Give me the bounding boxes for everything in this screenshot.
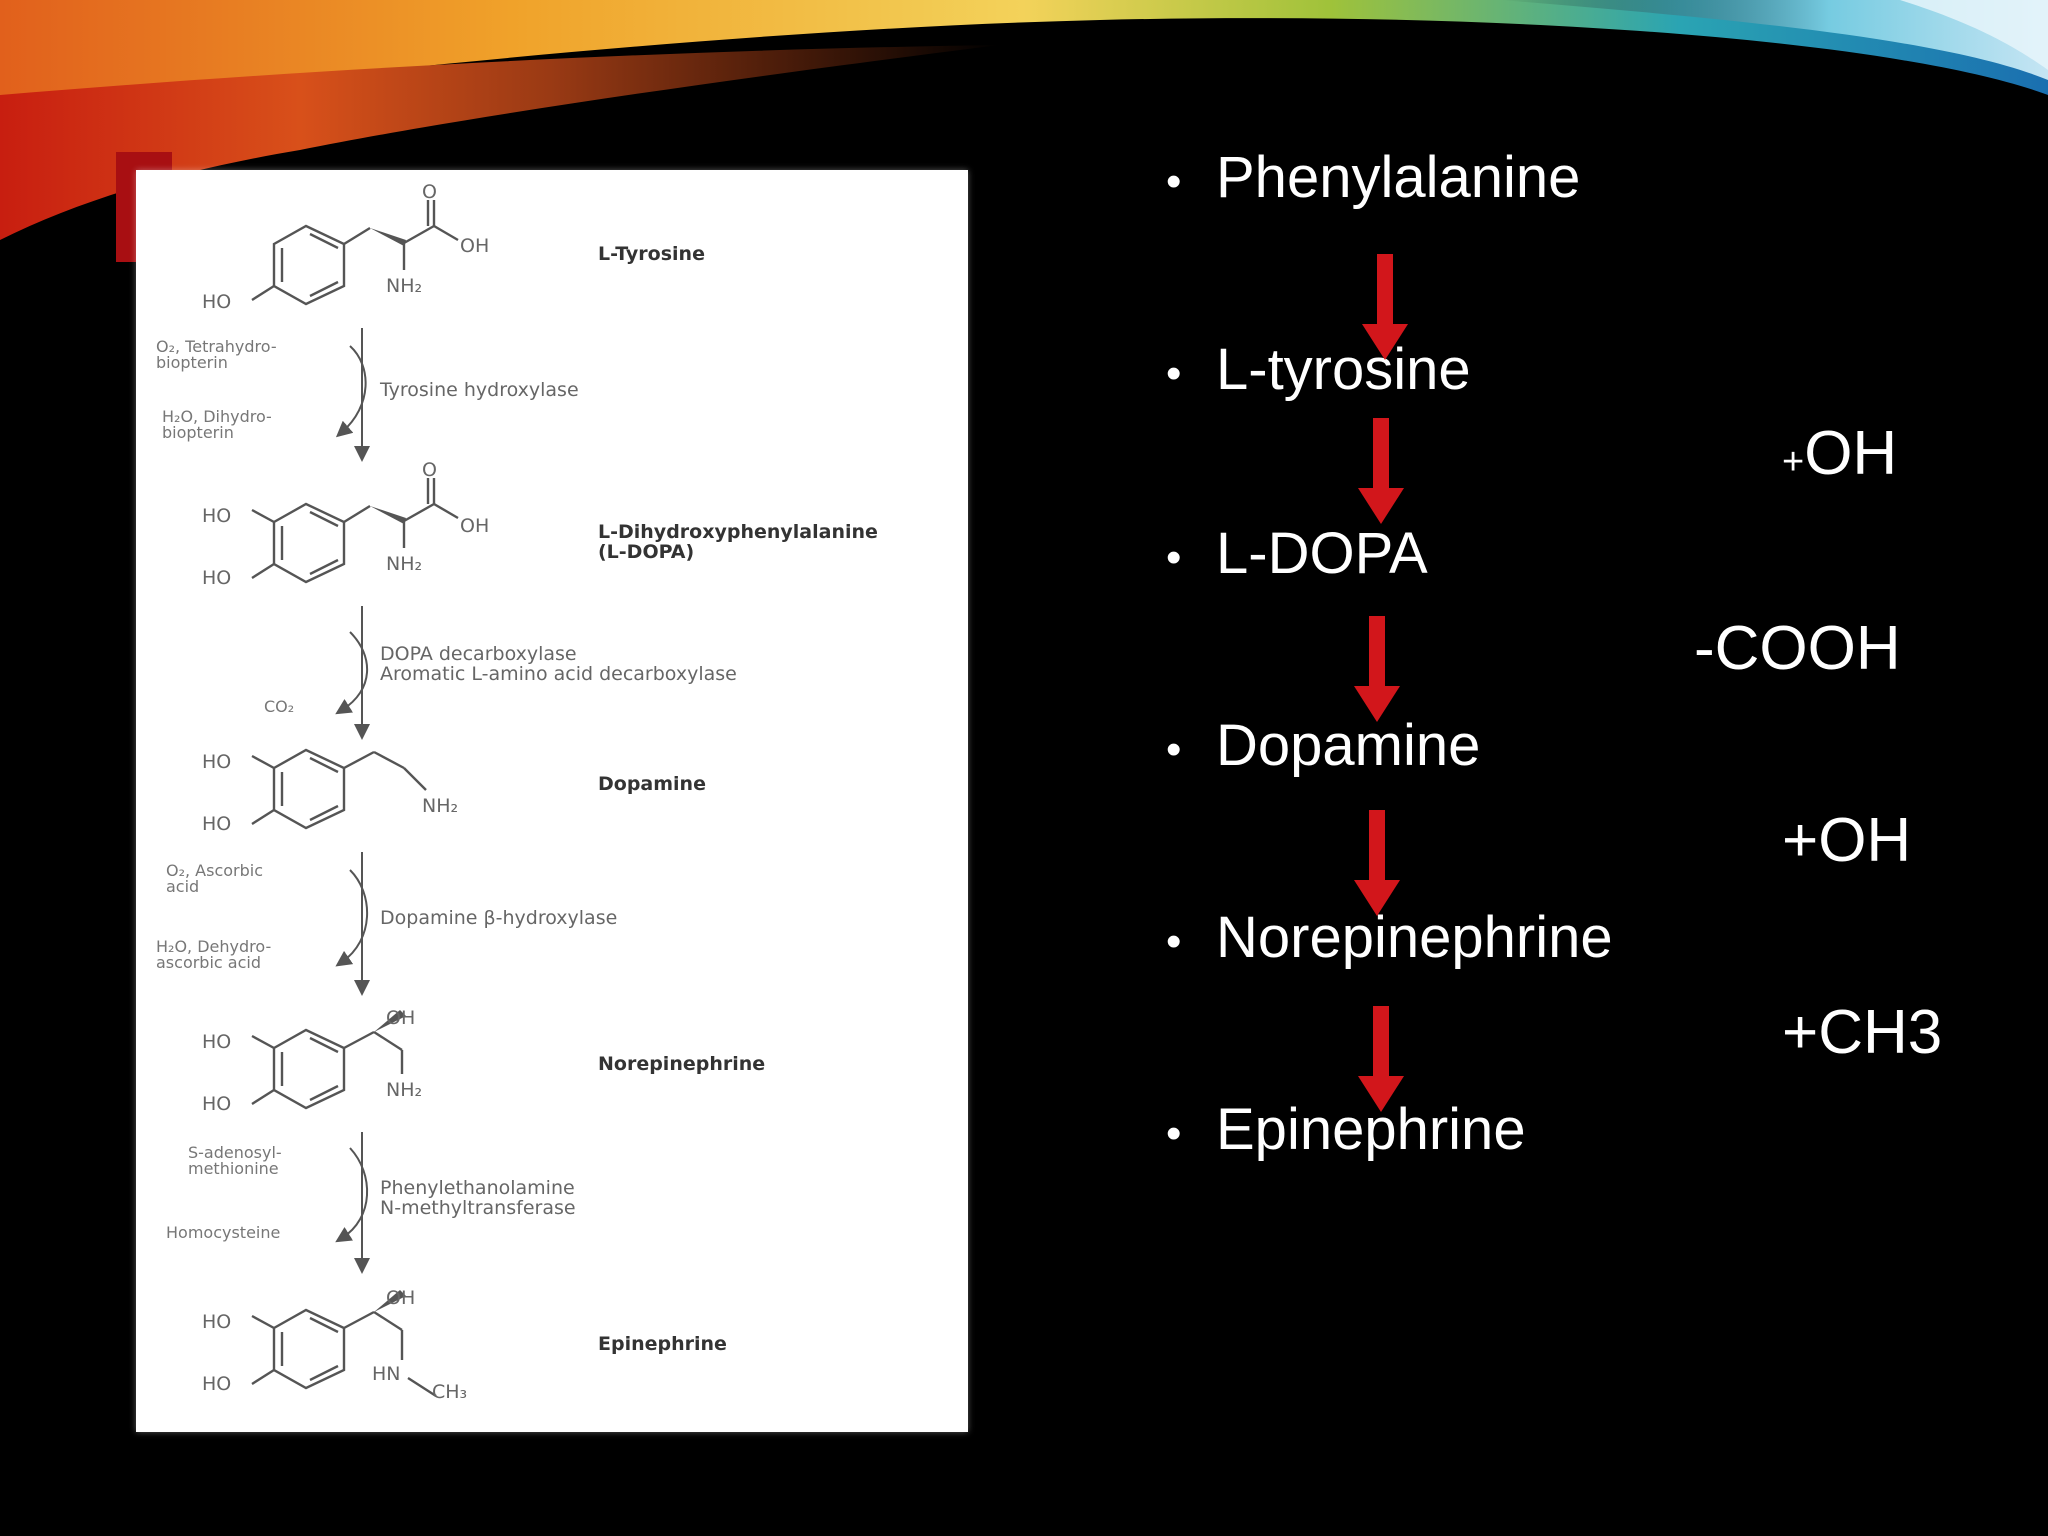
red-down-arrow <box>1358 418 1404 524</box>
atom-label: CH₃ <box>432 1381 467 1403</box>
reaction-step-3: O₂, Ascorbic acid H₂O, Dehydro- ascorbic… <box>156 852 617 996</box>
atom-label: HO <box>202 505 231 527</box>
atom-label: HO <box>202 567 231 589</box>
enzyme-label: Dopamine β-hydroxylase <box>380 907 617 929</box>
red-down-arrow <box>1354 810 1400 916</box>
reaction-step-4: S-adenosyl- methionine Homocysteine Phen… <box>166 1132 576 1274</box>
structure-norepinephrine: HO HO OH NH₂ Norepinephrine <box>202 1007 765 1115</box>
atom-label: NH₂ <box>386 275 422 297</box>
reactant-label: acid <box>166 877 199 896</box>
compound-label-l-dopa: L-Dihydroxyphenylalanine <box>598 521 878 543</box>
compound-label-dopamine: Dopamine <box>598 773 706 795</box>
reaction-step-2: CO₂ DOPA decarboxylase Aromatic L-amino … <box>264 606 737 740</box>
product-label: H₂O, Dihydro- <box>162 407 272 426</box>
bullet: • <box>1166 1108 1182 1158</box>
decorative-banner <box>0 0 2048 240</box>
atom-label: NH₂ <box>422 795 458 817</box>
product-label: Homocysteine <box>166 1223 280 1242</box>
modification-text: OH <box>1804 419 1898 488</box>
atom-label: HO <box>202 751 231 773</box>
red-down-arrow <box>1358 1006 1404 1112</box>
compound-label-epinephrine: Epinephrine <box>598 1333 727 1355</box>
product-label: H₂O, Dehydro- <box>156 937 271 956</box>
bullet: • <box>1166 532 1182 582</box>
product-label: biopterin <box>162 423 234 442</box>
pathway-item-norepinephrine: • Norepinephrine <box>1166 904 1613 976</box>
red-down-arrow <box>1354 616 1400 722</box>
red-down-arrow <box>1362 254 1408 360</box>
atom-label: NH₂ <box>386 1079 422 1101</box>
bullet: • <box>1166 156 1182 206</box>
atom-label: O <box>422 181 437 203</box>
atom-label: HO <box>202 1311 231 1333</box>
pathway-item-label: L-DOPA <box>1216 521 1428 586</box>
pathway-item-l-tyrosine: • L-tyrosine <box>1166 336 1471 408</box>
structure-l-dopa: HO HO OH O NH₂ L-Dihydroxyphenylalanine … <box>202 459 878 589</box>
atom-label: NH₂ <box>386 553 422 575</box>
bullet: • <box>1166 916 1182 966</box>
bullet: • <box>1166 724 1182 774</box>
modification-label-hydroxyl: +OH <box>1782 419 1897 497</box>
reaction-step-1: O₂, Tetrahydro- biopterin H₂O, Dihydro- … <box>156 328 579 462</box>
plus-sign: + <box>1782 441 1805 483</box>
structure-dopamine: HO HO NH₂ Dopamine <box>202 748 706 835</box>
atom-label: O <box>422 459 437 481</box>
reactant-label: O₂, Tetrahydro- <box>156 337 277 356</box>
atom-label: OH <box>460 235 489 257</box>
pathway-item-epinephrine: • Epinephrine <box>1166 1096 1526 1168</box>
atom-label: OH <box>386 1007 415 1029</box>
pathway-item-label: Epinephrine <box>1216 1097 1526 1162</box>
modification-label-hydroxyl-2: +OH <box>1782 806 1912 875</box>
atom-label: OH <box>460 515 489 537</box>
enzyme-label: N-methyltransferase <box>380 1197 576 1219</box>
atom-label: HO <box>202 1093 231 1115</box>
reactant-label: S-adenosyl- <box>188 1143 282 1162</box>
modification-label-methyl: +CH3 <box>1782 998 1943 1067</box>
bullet: • <box>1166 348 1182 398</box>
reactant-label: biopterin <box>156 353 228 372</box>
atom-label: HO <box>202 813 231 835</box>
compound-label-norepinephrine: Norepinephrine <box>598 1053 765 1075</box>
atom-label: HO <box>202 1031 231 1053</box>
enzyme-label: Phenylethanolamine <box>380 1177 575 1199</box>
enzyme-label: Aromatic L-amino acid decarboxylase <box>380 663 737 685</box>
compound-label-l-dopa-abbrev: (L-DOPA) <box>598 541 694 563</box>
atom-label: HO <box>202 291 231 313</box>
pathway-item-l-dopa: • L-DOPA <box>1166 520 1428 592</box>
pathway-item-label: Phenylalanine <box>1216 145 1581 210</box>
pathway-item-label: Norepinephrine <box>1216 905 1613 970</box>
pathway-item-phenylalanine: • Phenylalanine <box>1166 144 1580 216</box>
pathway-item-label: L-tyrosine <box>1216 337 1471 402</box>
product-label: CO₂ <box>264 697 294 716</box>
reactant-label: methionine <box>188 1159 279 1178</box>
structure-epinephrine: HO HO OH HN CH₃ Epinephrine <box>202 1287 727 1403</box>
product-label: ascorbic acid <box>156 953 261 972</box>
atom-label: HN <box>372 1363 401 1385</box>
compound-label-l-tyrosine: L-Tyrosine <box>598 243 705 265</box>
modification-label-decarboxyl: -COOH <box>1694 614 1901 683</box>
pathway-item-dopamine: • Dopamine <box>1166 712 1480 784</box>
enzyme-label: Tyrosine hydroxylase <box>379 379 579 401</box>
reactant-label: O₂, Ascorbic <box>166 861 263 880</box>
atom-label: HO <box>202 1373 231 1395</box>
atom-label: OH <box>386 1287 415 1309</box>
catecholamine-synthesis-figure: HO OH O NH₂ L-Tyrosine O₂, Tetrahydro- b… <box>136 170 968 1432</box>
enzyme-label: DOPA decarboxylase <box>380 643 577 665</box>
structure-l-tyrosine: HO OH O NH₂ L-Tyrosine <box>202 181 705 313</box>
pathway-item-label: Dopamine <box>1216 713 1481 778</box>
